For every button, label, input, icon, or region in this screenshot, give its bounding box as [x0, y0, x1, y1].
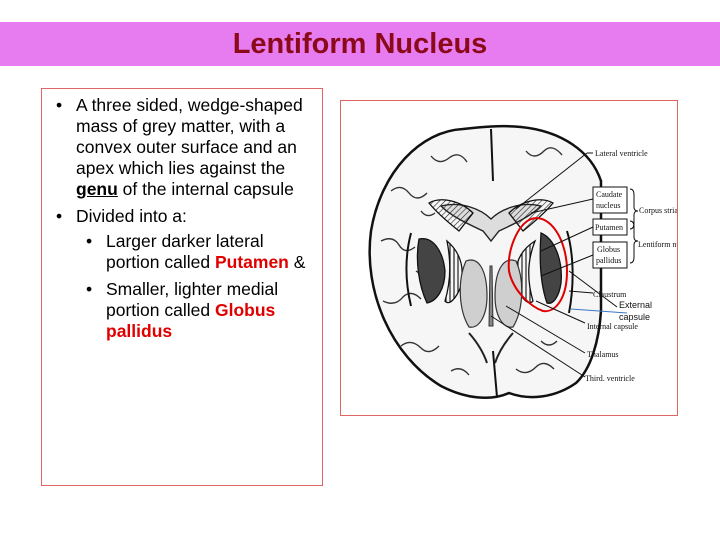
label-claustrum: Claustrum: [593, 290, 627, 299]
label-thalamus: Thalamus: [587, 350, 619, 359]
longitudinal-fissure: [490, 128, 498, 398]
text-box: A three sided, wedge-shaped mass of grey…: [41, 88, 323, 486]
title-bar: [0, 22, 720, 66]
brace-corpus-striatum: [629, 188, 639, 230]
genu-term: genu: [76, 179, 118, 199]
globus-pallidus-term: Globus pallidus: [106, 300, 276, 341]
sub-bullet-list: Larger darker lateral portion called Put…: [76, 231, 320, 342]
caudate-left: [428, 199, 474, 232]
sub-bullet-1-text-before: Larger darker lateral portion called: [106, 231, 264, 272]
bullet-item-2: Divided into a: Larger darker lateral po…: [50, 206, 320, 342]
external-capsule-leader: [570, 308, 628, 314]
bullet-item-1: A three sided, wedge-shaped mass of grey…: [50, 95, 320, 200]
caudate-right: [508, 199, 554, 232]
globus-pallidus-right: [539, 232, 562, 304]
label-third-ventricle: Third. ventricle: [585, 374, 635, 383]
lentiform-highlight-outline: [507, 217, 569, 313]
sub-bullet-2-text-before: Smaller, lighter medial portion called: [106, 279, 279, 320]
brain-section-diagram: Lateral ventricle Caudate nucleus Corpus…: [368, 124, 697, 399]
label-globus-1: Globus: [597, 245, 620, 254]
label-caudate-1: Caudate: [596, 190, 623, 199]
label-corpus-striatum: Corpus striatum: [639, 206, 677, 215]
label-putamen: Putamen: [595, 223, 623, 232]
bullet-list: A three sided, wedge-shaped mass of grey…: [50, 95, 320, 348]
globus-pallidus-left: [444, 239, 463, 304]
leader-lines: [490, 152, 618, 378]
putamen-term: Putamen: [214, 252, 289, 272]
bullet-1-text-before: A three sided, wedge-shaped mass of grey…: [76, 95, 303, 178]
label-boxes: [592, 186, 628, 269]
thalamus-right: [494, 259, 523, 328]
claustrum-left: [405, 232, 412, 307]
label-external-2: capsule: [619, 312, 650, 322]
label-caudate-2: nucleus: [596, 201, 620, 210]
label-lentiform-nucleus: Lentiform nucleus: [638, 240, 677, 249]
thalamus-left: [459, 259, 488, 328]
sub-bullet-item-2: Smaller, lighter medial portion called G…: [76, 279, 320, 342]
putamen-left: [416, 238, 446, 304]
sub-bullet-item-1: Larger darker lateral portion called Put…: [76, 231, 320, 273]
brace-lentiform: [629, 220, 639, 264]
sub-bullet-1-text-after: &: [288, 252, 306, 272]
figure-box: Lateral ventricle Caudate nucleus Corpus…: [340, 100, 697, 416]
claustrum-right: [566, 230, 574, 314]
posterior-horns: [468, 332, 514, 364]
label-internal-capsule: Internal capsule: [587, 322, 638, 331]
label-external-1: External: [619, 300, 652, 310]
cortex-gyri: [380, 147, 563, 376]
slide-title: Lentiform Nucleus: [232, 28, 488, 60]
brain-outline: [368, 124, 603, 399]
label-lateral-ventricle: Lateral ventricle: [595, 149, 648, 158]
bullet-1-text-after: of the internal capsule: [117, 179, 294, 199]
bullet-2-text: Divided into a:: [76, 206, 187, 226]
third-ventricle-shape: [488, 265, 494, 327]
label-globus-2: pallidus: [596, 256, 621, 265]
